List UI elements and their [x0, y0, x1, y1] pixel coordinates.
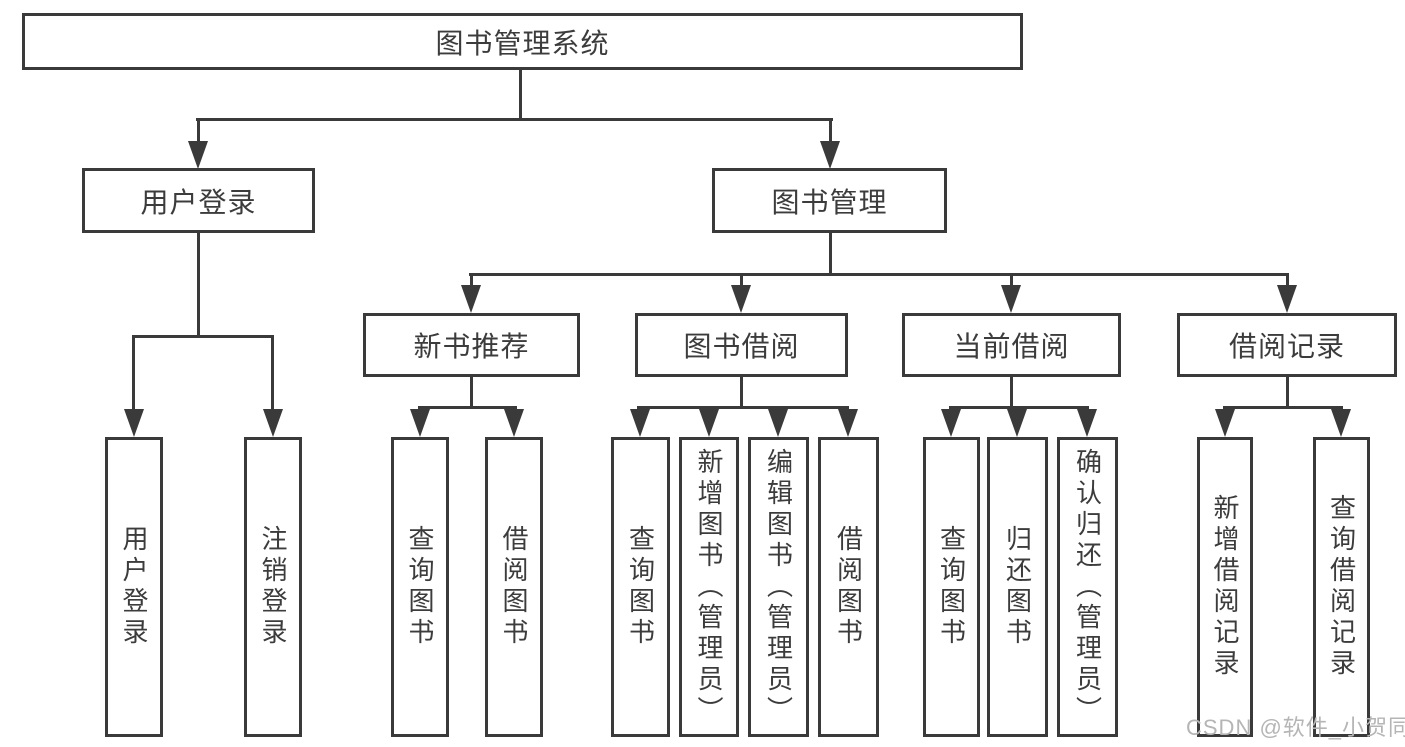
arrowhead-down	[630, 409, 650, 437]
node-book-management-label: 图书管理	[771, 186, 888, 218]
connector-hline	[418, 406, 517, 409]
connector-hline	[1223, 406, 1343, 409]
node-current-borrow: 当前借阅	[902, 313, 1121, 377]
node-book-management: 图书管理	[712, 168, 947, 233]
node-leaf-user-login: 用户登录	[105, 437, 163, 737]
node-leaf-borrow-books-recommend: 借阅图书	[485, 437, 543, 737]
node-book-borrow: 图书借阅	[635, 313, 848, 377]
node-leaf-return-books-label: 归还图书	[1002, 525, 1033, 649]
node-leaf-confirm-return-admin: 确认归还（管理员）	[1057, 437, 1118, 737]
arrowhead-down	[768, 409, 788, 437]
arrowhead-down	[461, 285, 481, 313]
arrowhead-down	[1077, 409, 1097, 437]
arrowhead-down	[504, 409, 524, 437]
node-leaf-add-borrow-record: 新增借阅记录	[1197, 437, 1253, 737]
node-leaf-add-books-admin: 新增图书（管理员）	[679, 437, 739, 737]
node-leaf-query-books-borrow: 查询图书	[611, 437, 670, 737]
arrowhead-down	[941, 409, 961, 437]
node-leaf-confirm-return-admin-label: 确认归还（管理员）	[1072, 447, 1103, 727]
csdn-watermark: CSDN @软件_小贺同学	[1186, 715, 1405, 740]
node-leaf-logout-label: 注销登录	[258, 525, 288, 649]
node-system-root: 图书管理系统	[22, 13, 1023, 70]
arrowhead-down	[731, 285, 751, 313]
arrowhead-down	[1277, 285, 1297, 313]
node-user-login: 用户登录	[82, 168, 315, 233]
node-borrow-records: 借阅记录	[1177, 313, 1397, 377]
node-user-login-label: 用户登录	[140, 186, 257, 218]
node-leaf-query-books-recommend-label: 查询图书	[405, 525, 435, 649]
connector-hline	[637, 406, 849, 409]
connector-vline	[470, 377, 473, 406]
node-leaf-return-books: 归还图书	[987, 437, 1048, 737]
arrowhead-down	[1331, 409, 1351, 437]
connector-vline	[829, 120, 832, 142]
connector-vline	[1286, 377, 1289, 406]
connector-hline	[196, 118, 833, 121]
node-leaf-query-books-current: 查询图书	[923, 437, 980, 737]
node-book-borrow-label: 图书借阅	[683, 331, 800, 362]
arrowhead-down	[188, 141, 208, 169]
node-leaf-query-books-recommend: 查询图书	[391, 437, 449, 737]
connector-vline	[1010, 275, 1013, 285]
connector-hline	[949, 406, 1089, 409]
node-leaf-borrow-books-recommend-label: 借阅图书	[499, 525, 529, 649]
arrowhead-down	[1007, 409, 1027, 437]
node-leaf-edit-books-admin: 编辑图书（管理员）	[748, 437, 809, 737]
node-leaf-add-borrow-record-label: 新增借阅记录	[1210, 494, 1240, 680]
connector-vline	[740, 377, 743, 406]
node-leaf-query-borrow-record: 查询借阅记录	[1313, 437, 1370, 737]
node-leaf-query-books-borrow-label: 查询图书	[625, 525, 656, 649]
arrowhead-down	[410, 409, 430, 437]
connector-vline	[132, 337, 135, 410]
node-current-borrow-label: 当前借阅	[953, 331, 1070, 362]
arrowhead-down	[838, 409, 858, 437]
node-borrow-records-label: 借阅记录	[1228, 331, 1345, 362]
connector-hline	[132, 335, 274, 338]
connector-vline	[470, 275, 473, 285]
node-new-book-recommend: 新书推荐	[363, 313, 580, 377]
node-leaf-edit-books-admin-label: 编辑图书（管理员）	[763, 447, 794, 727]
arrowhead-down	[124, 409, 144, 437]
connector-vline	[740, 275, 743, 285]
node-leaf-logout: 注销登录	[244, 437, 302, 737]
connector-vline	[519, 70, 522, 118]
node-leaf-query-borrow-record-label: 查询借阅记录	[1326, 494, 1357, 680]
connector-vline	[197, 120, 200, 142]
node-leaf-borrow-books-label: 借阅图书	[833, 525, 864, 649]
connector-hline	[469, 273, 1289, 276]
arrowhead-down	[263, 409, 283, 437]
connector-vline	[271, 337, 274, 410]
arrowhead-down	[699, 409, 719, 437]
node-leaf-add-books-admin-label: 新增图书（管理员）	[694, 447, 724, 727]
node-system-root-label: 图书管理系统	[435, 27, 610, 59]
connector-vline	[1010, 377, 1013, 406]
connector-vline	[829, 233, 832, 273]
connector-vline	[197, 233, 200, 335]
arrowhead-down	[1001, 285, 1021, 313]
connector-vline	[1286, 275, 1289, 285]
arrowhead-down	[820, 141, 840, 169]
node-leaf-query-books-current-label: 查询图书	[936, 525, 967, 649]
node-new-book-recommend-label: 新书推荐	[413, 331, 530, 362]
node-leaf-user-login-label: 用户登录	[119, 525, 149, 649]
arrowhead-down	[1215, 409, 1235, 437]
node-leaf-borrow-books: 借阅图书	[818, 437, 879, 737]
